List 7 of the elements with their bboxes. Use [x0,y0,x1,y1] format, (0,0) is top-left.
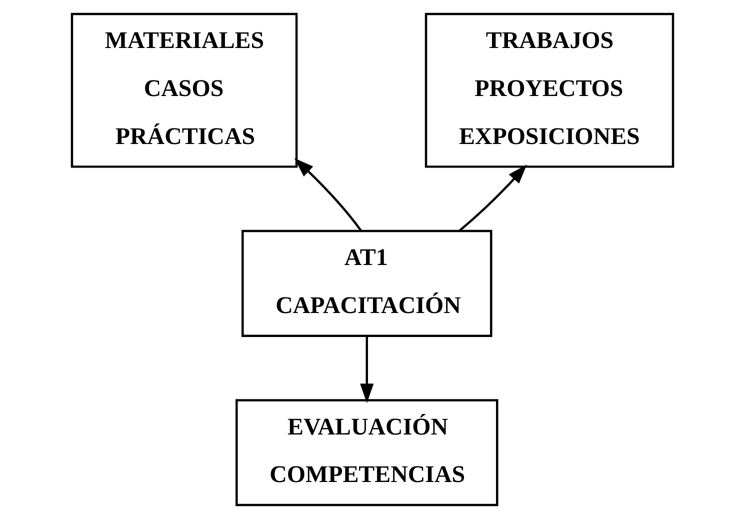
node-box: MATERIALES CASOS PRÁCTICAS [70,12,298,168]
node-box: AT1 CAPACITACIÓN [242,230,492,337]
arrow [360,336,374,404]
node-box: TRABAJOS PROYECTOS EXPOSICIONES [424,12,674,168]
arrow [294,158,362,232]
node-box: EVALUACIÓN COMPETENCIAS [236,399,498,506]
arrow [458,164,527,232]
